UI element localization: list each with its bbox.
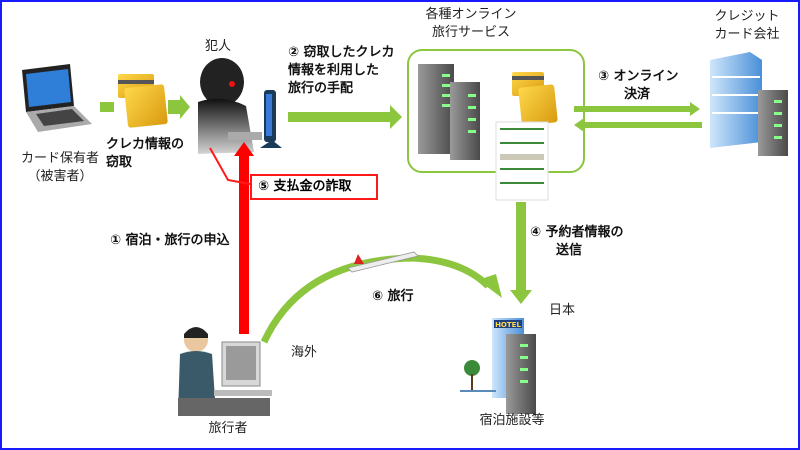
step4-arrow	[510, 202, 532, 304]
step2-arrow	[288, 105, 402, 129]
victim-label: カード保有者 （被害者）	[20, 151, 99, 184]
step4-label: ④ 予約者情報の 送信	[530, 225, 624, 258]
laptop-icon	[22, 64, 92, 132]
airplane-icon	[347, 251, 419, 273]
step6-label: ⑥ 旅行	[372, 289, 414, 304]
region-japan-label: 日本	[548, 303, 575, 318]
server-icon	[418, 64, 480, 160]
traveler-label: 旅行者	[208, 421, 248, 436]
step3-arrow-right	[574, 102, 700, 116]
step3-arrow-left	[574, 118, 702, 132]
theft-step-label: クレカ情報の 窃取	[106, 137, 185, 170]
lodging-label: 宿泊施設等	[479, 413, 545, 428]
credit-company-label: クレジット カード会社	[714, 9, 780, 42]
criminal-label: 犯人	[204, 39, 231, 54]
step5-arrow-head	[234, 142, 254, 156]
step1-arrow-shaft	[239, 154, 249, 334]
person-at-computer-icon	[178, 327, 272, 416]
office-building-icon	[710, 52, 788, 156]
hotel-sign: HOTEL	[495, 321, 521, 329]
step2-label: ② 窃取したクレカ 情報を利用した 旅行の手配	[288, 45, 395, 96]
credit-card-icon	[512, 72, 558, 126]
region-overseas-label: 海外	[290, 345, 317, 360]
theft-arrow-right	[168, 95, 190, 119]
hotel-icon: HOTEL	[460, 318, 536, 414]
step5-label-box: ⑤ 支払金の詐取	[250, 174, 378, 200]
hacker-icon	[198, 58, 282, 154]
step5-connector-line	[209, 147, 251, 185]
online-travel-service-label: 各種オンライン 旅行サービス	[425, 7, 517, 40]
step5-label: ⑤ 支払金の詐取	[258, 179, 352, 194]
booking-form-document-icon	[495, 121, 549, 201]
credit-card-icon	[118, 74, 168, 128]
step1-label: ① 宿泊・旅行の申込	[110, 233, 230, 248]
step6-arrow-head	[478, 274, 502, 298]
step3-label: ③ オンライン 決済	[598, 69, 679, 102]
theft-arrow-left	[100, 102, 114, 112]
